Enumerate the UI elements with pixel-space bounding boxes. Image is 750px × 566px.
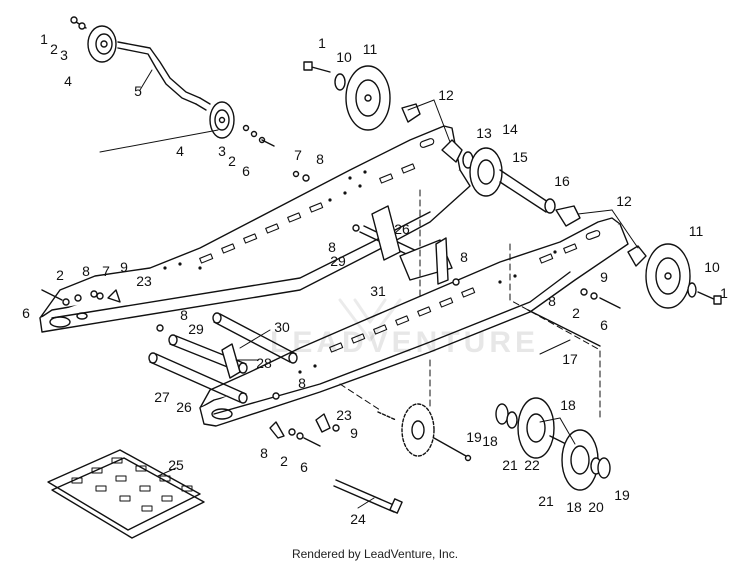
right-rail xyxy=(199,217,629,427)
callout-8: 8 xyxy=(260,445,268,461)
callout-5: 5 xyxy=(134,83,142,99)
left-rail xyxy=(39,125,471,333)
callout-17: 17 xyxy=(562,351,578,367)
callout-28: 28 xyxy=(256,355,272,371)
callout-21: 21 xyxy=(538,493,554,509)
callout-2: 2 xyxy=(50,41,58,57)
callout-18: 18 xyxy=(482,433,498,449)
callout-14: 14 xyxy=(502,121,518,137)
callout-3: 3 xyxy=(60,47,68,63)
sprocket-bogie-assembly xyxy=(377,397,611,491)
callout-13: 13 xyxy=(476,125,492,141)
callout-1: 1 xyxy=(720,285,728,301)
callout-6: 6 xyxy=(242,163,250,179)
callout-6: 6 xyxy=(600,317,608,333)
callout-23: 23 xyxy=(136,273,152,289)
callout-21: 21 xyxy=(502,457,518,473)
callout-8: 8 xyxy=(460,249,468,265)
callout-25: 25 xyxy=(168,457,184,473)
callout-18: 18 xyxy=(560,397,576,413)
callout-29: 29 xyxy=(188,321,204,337)
long-bolt xyxy=(333,479,403,514)
callout-24: 24 xyxy=(350,511,366,527)
callout-1: 1 xyxy=(40,31,48,47)
callout-26: 26 xyxy=(176,399,192,415)
rear-idler-wheel-upper xyxy=(303,61,421,131)
callout-15: 15 xyxy=(512,149,528,165)
callout-12: 12 xyxy=(616,193,632,209)
callout-7: 7 xyxy=(102,263,110,279)
callout-23: 23 xyxy=(336,407,352,423)
scissor-arm xyxy=(221,205,453,379)
callout-29: 29 xyxy=(330,253,346,269)
callout-2: 2 xyxy=(228,153,236,169)
callout-8: 8 xyxy=(328,239,336,255)
hardware-left xyxy=(41,289,121,306)
callout-10: 10 xyxy=(704,259,720,275)
callout-2: 2 xyxy=(280,453,288,469)
callout-9: 9 xyxy=(600,269,608,285)
hardware-right-rail xyxy=(156,170,621,447)
callout-19: 19 xyxy=(614,487,630,503)
callout-8: 8 xyxy=(548,293,556,309)
callout-11: 11 xyxy=(689,223,704,239)
dashed-lines xyxy=(339,189,601,421)
rear-idler-wheel-right xyxy=(627,243,722,309)
callout-2: 2 xyxy=(572,305,580,321)
callout-8: 8 xyxy=(316,151,324,167)
callout-9: 9 xyxy=(120,259,128,275)
callout-9: 9 xyxy=(350,425,358,441)
callout-12: 12 xyxy=(438,87,454,103)
callout-27: 27 xyxy=(154,389,170,405)
callout-16: 16 xyxy=(554,173,570,189)
callout-1: 1 xyxy=(318,35,326,51)
slide-rail-pad xyxy=(47,449,205,539)
callout-7: 7 xyxy=(294,147,302,163)
callout-31: 31 xyxy=(370,283,386,299)
callout-8: 8 xyxy=(180,307,188,323)
callout-8: 8 xyxy=(298,375,306,391)
callout-10: 10 xyxy=(336,49,352,65)
rear-axle-assembly xyxy=(441,139,581,227)
front-idler-assembly xyxy=(70,16,275,147)
callout-22: 22 xyxy=(524,457,540,473)
watermark: LEADVENTURE xyxy=(270,326,539,359)
callout-20: 20 xyxy=(588,499,604,515)
callout-26: 26 xyxy=(394,221,410,237)
callout-3: 3 xyxy=(218,143,226,159)
leader-lines xyxy=(99,69,639,509)
callout-19: 19 xyxy=(466,429,482,445)
callout-11: 11 xyxy=(363,41,378,57)
footer-credit: Rendered by LeadVenture, Inc. xyxy=(291,547,459,561)
callout-4: 4 xyxy=(176,143,184,159)
callout-30: 30 xyxy=(274,319,290,335)
callout-8: 8 xyxy=(82,263,90,279)
callout-4: 4 xyxy=(64,73,72,89)
callout-18: 18 xyxy=(566,499,582,515)
callout-6: 6 xyxy=(22,305,30,321)
callout-2: 2 xyxy=(56,267,64,283)
callout-6: 6 xyxy=(300,459,308,475)
